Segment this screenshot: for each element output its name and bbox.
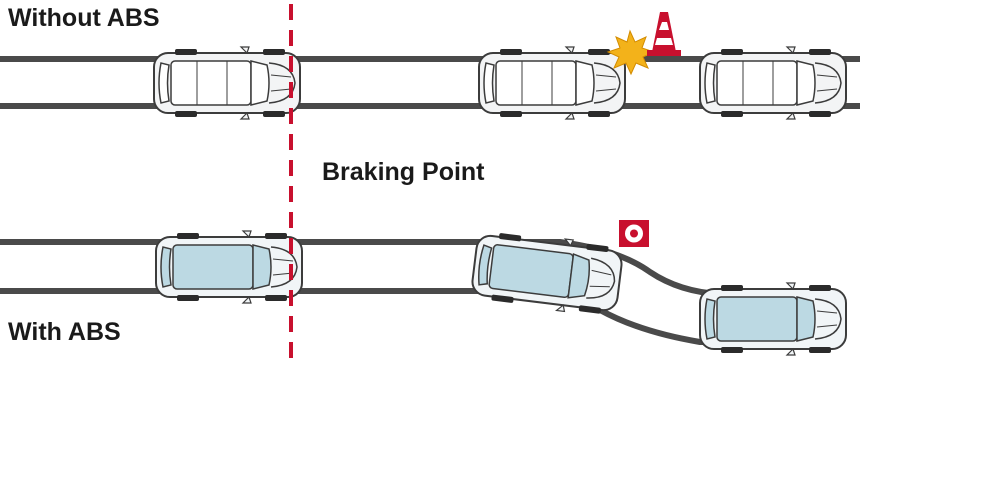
without-abs-label: Without ABS	[8, 4, 160, 32]
lane-with-abs	[0, 220, 847, 356]
trajectory-line-top	[0, 239, 840, 297]
car-without-abs-start	[153, 46, 301, 120]
car-with-abs-start	[155, 230, 303, 304]
car-without-abs-impact	[478, 46, 626, 120]
lane-without-abs	[0, 12, 860, 120]
impact-burst-icon	[606, 29, 656, 76]
car-without-abs-end	[699, 46, 847, 120]
obstacle-target-icon	[619, 220, 649, 247]
traffic-cone-icon	[647, 12, 681, 56]
car-with-abs-end	[699, 282, 847, 356]
braking-point-label: Braking Point	[322, 158, 485, 186]
with-abs-label: With ABS	[8, 318, 121, 346]
